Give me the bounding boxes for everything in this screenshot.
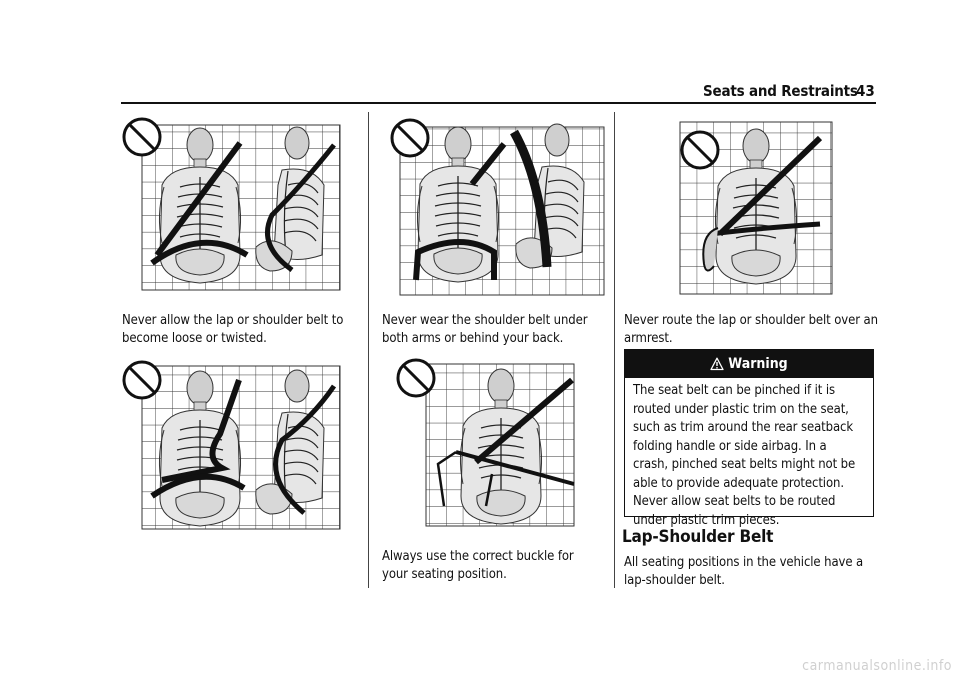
warning-triangle-icon xyxy=(710,357,724,371)
illustration-armrest xyxy=(679,121,833,295)
illustration-under-arms xyxy=(390,118,605,296)
warning-box: Warning The seat belt can be pinched if … xyxy=(624,349,874,528)
section-heading: Lap-Shoulder Belt xyxy=(622,527,774,547)
section-body: All seating positions in the vehicle hav… xyxy=(624,555,864,588)
prohibited-icon xyxy=(122,117,162,157)
caption-loose-twisted: Never allow the lap or shoulder belt to … xyxy=(122,313,344,346)
caption-under-arms: Never wear the shoulder belt under both … xyxy=(382,313,588,346)
watermark: carmanualsonline.info xyxy=(802,658,952,674)
prohibited-icon xyxy=(680,130,720,170)
column-divider-right xyxy=(614,112,615,588)
warning-title: Warning xyxy=(728,356,788,372)
prohibited-icon xyxy=(396,358,436,398)
header-rule xyxy=(121,102,876,104)
column-divider-left xyxy=(368,112,369,588)
illustration-twisted-belt xyxy=(122,360,341,530)
illustration-wrong-buckle xyxy=(396,358,575,527)
caption-correct-buckle: Always use the correct buckle for your s… xyxy=(382,549,574,582)
warning-header: Warning xyxy=(625,350,873,378)
page-number: 43 xyxy=(856,82,875,100)
prohibited-icon xyxy=(390,118,430,158)
prohibited-icon xyxy=(122,360,162,400)
warning-text: The seat belt can be pinched if it is ro… xyxy=(633,383,856,528)
caption-armrest: Never route the lap or shoulder belt ove… xyxy=(624,313,878,346)
running-header-title: Seats and Restraints xyxy=(703,82,858,100)
illustration-loose-belt xyxy=(122,117,341,291)
